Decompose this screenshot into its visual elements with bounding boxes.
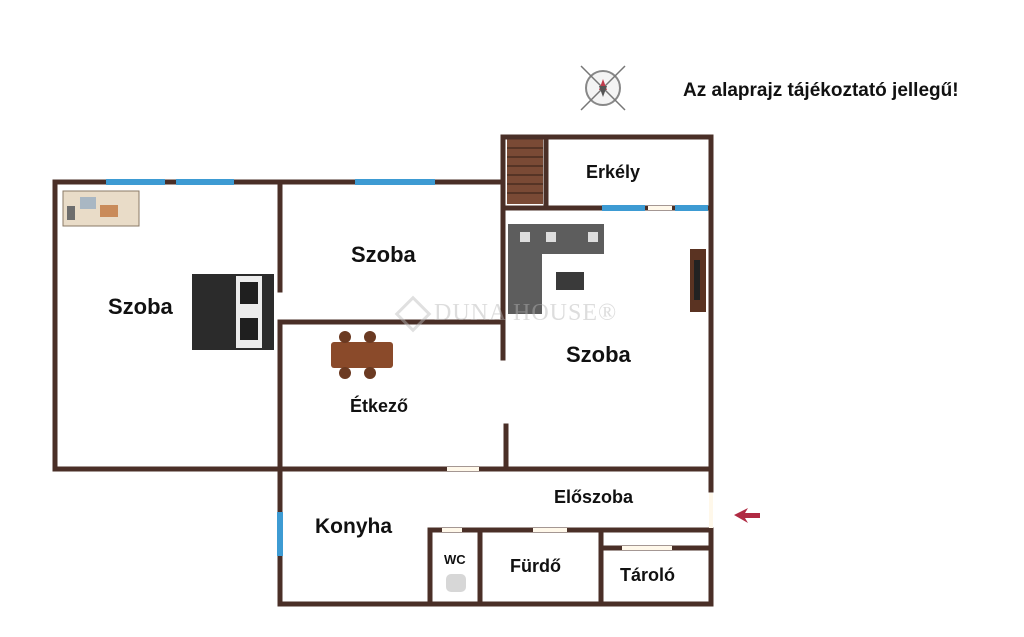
- walls: [52, 134, 714, 607]
- watermark: DUNA HOUSE®: [394, 295, 618, 332]
- room-label-eloszoba: Előszoba: [554, 487, 634, 507]
- room-label-erkely: Erkély: [586, 162, 640, 182]
- room-label-etkezo: Étkező: [350, 395, 408, 416]
- watermark-logo-icon: [394, 295, 432, 332]
- stairs-icon: [507, 139, 543, 204]
- tv-cabinet-icon: [690, 249, 706, 312]
- bed-icon: [192, 274, 274, 350]
- disclaimer-note: Az alaprajz tájékoztató jellegű!: [683, 80, 959, 101]
- desk-icon: [62, 190, 140, 227]
- room-label-konyha: Konyha: [315, 515, 392, 538]
- dining-table-icon: [331, 331, 393, 379]
- sofa-icon: [508, 224, 604, 314]
- room-label-wc: WC: [444, 552, 466, 567]
- windows: [106, 179, 708, 556]
- room-label-furdo: Fürdő: [510, 556, 561, 576]
- room-label-szoba-top: Szoba: [351, 242, 417, 267]
- watermark-text: DUNA HOUSE®: [434, 300, 618, 326]
- compass-icon: [580, 65, 626, 111]
- room-label-tarolo: Tároló: [620, 565, 675, 585]
- entrance-arrow-icon: [734, 508, 760, 523]
- room-label-szoba-left: Szoba: [108, 294, 174, 319]
- toilet-icon: [446, 574, 466, 592]
- room-label-szoba-right: Szoba: [566, 342, 632, 367]
- door-openings: [442, 206, 713, 550]
